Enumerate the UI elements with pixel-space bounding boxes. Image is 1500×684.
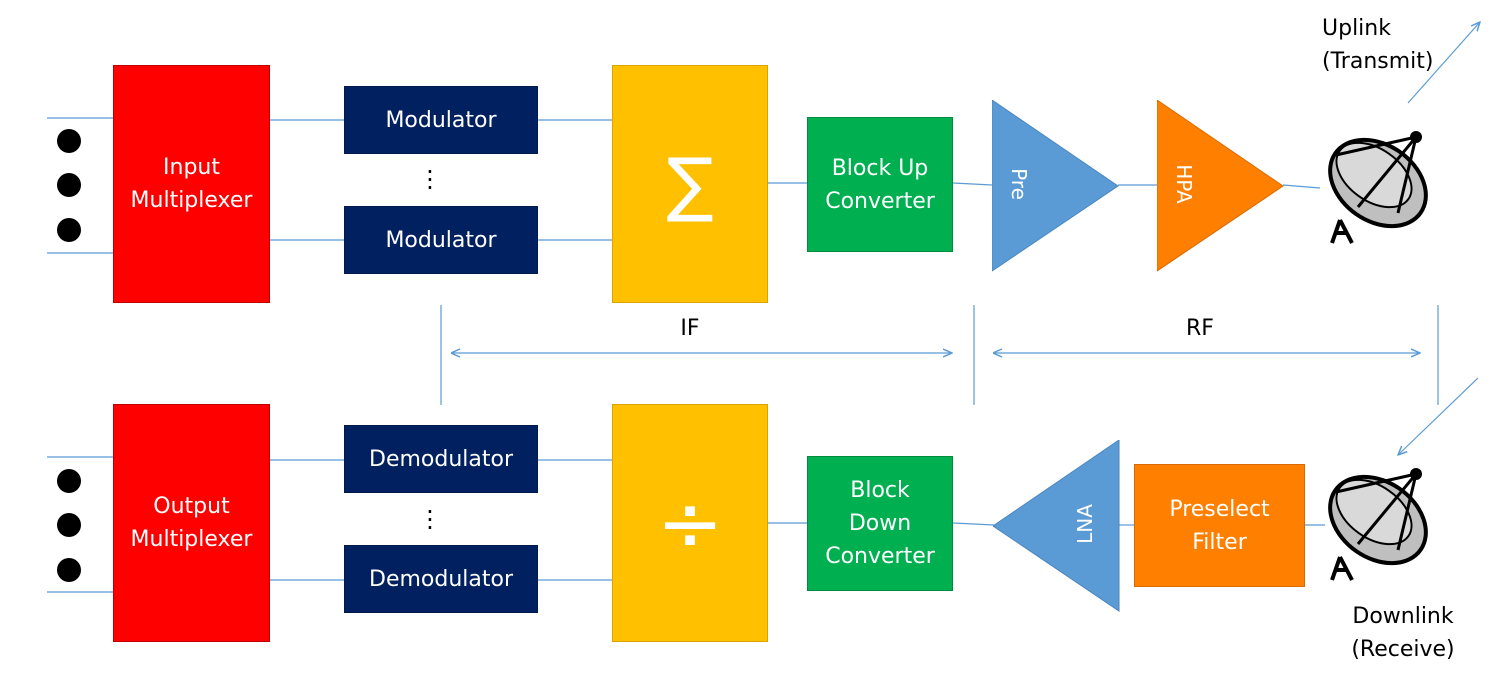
output-dot-2	[57, 513, 81, 537]
output-multiplexer-label: Output Multiplexer	[130, 494, 253, 552]
downlink-label: Downlink (Receive)	[1351, 604, 1455, 662]
preselect-filter: Preselect Filter	[1134, 464, 1305, 587]
modulator-ellipsis: ···	[426, 158, 434, 202]
summation-symbol: ∑	[666, 143, 714, 225]
demodulator-top-label: Demodulator	[369, 446, 513, 472]
hpa-label: HPA	[1172, 164, 1196, 204]
demodulator-top: Demodulator	[344, 425, 538, 493]
uplink-satellite-dish-icon	[1328, 131, 1428, 244]
hpa-triangle	[1157, 100, 1284, 272]
input-multiplexer-label: Input Multiplexer	[130, 155, 253, 213]
output-multiplexer: Output Multiplexer	[113, 404, 270, 642]
modulator-bottom-label: Modulator	[385, 227, 497, 253]
pre-amplifier-label: Pre	[1007, 168, 1031, 200]
output-dot-1	[57, 469, 81, 493]
divider-block: ÷	[612, 404, 768, 642]
modulator-bottom: Modulator	[344, 206, 538, 274]
block-up-converter-label: Block Up Converter	[825, 155, 935, 214]
demodulator-bottom: Demodulator	[344, 545, 538, 613]
block-up-converter: Block Up Converter	[807, 117, 953, 252]
uplink-label: Uplink (Transmit)	[1322, 16, 1434, 74]
input-dot-2	[57, 173, 81, 197]
demodulator-bottom-label: Demodulator	[369, 566, 513, 592]
if-band-label: IF	[680, 316, 700, 341]
output-dot-3	[57, 558, 81, 582]
block-down-converter-label: Block Down Converter	[825, 478, 935, 569]
rf-band-label: RF	[1186, 316, 1214, 341]
downlink-satellite-dish-icon	[1328, 468, 1428, 581]
input-dot-1	[57, 129, 81, 153]
input-multiplexer: Input Multiplexer	[113, 65, 270, 303]
preselect-filter-label: Preselect Filter	[1169, 496, 1270, 555]
combiner-block: ∑	[612, 65, 768, 303]
demodulator-ellipsis: ···	[426, 498, 434, 542]
modulator-top: Modulator	[344, 86, 538, 154]
division-symbol: ÷	[656, 476, 724, 570]
pre-amplifier-triangle	[992, 100, 1119, 272]
block-down-converter: Block Down Converter	[807, 456, 953, 591]
lna-triangle	[993, 440, 1120, 612]
modulator-top-label: Modulator	[385, 107, 497, 133]
lna-label: LNA	[1073, 504, 1097, 544]
input-dot-3	[57, 218, 81, 242]
